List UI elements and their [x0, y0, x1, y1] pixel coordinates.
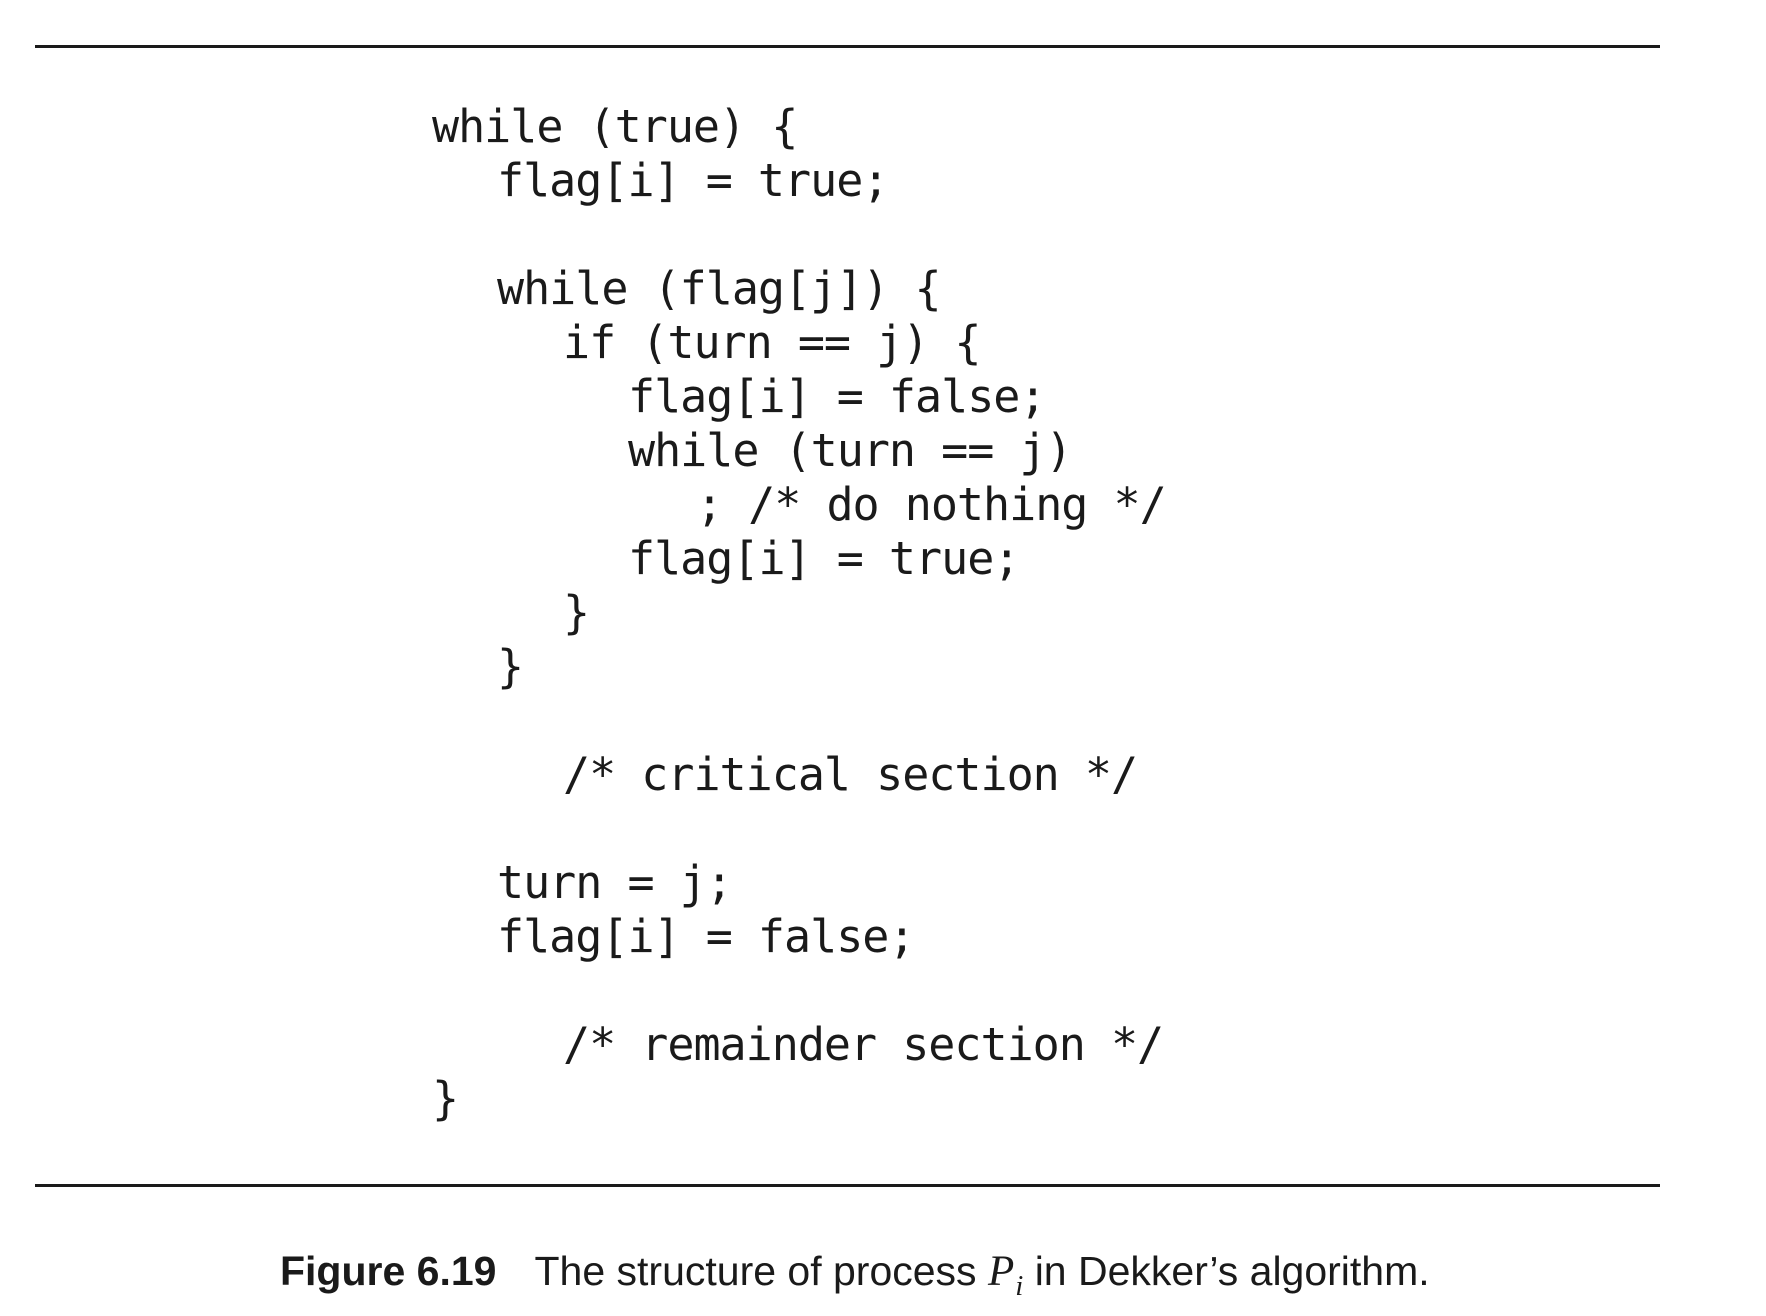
code-line: if (turn == j) {: [563, 316, 981, 369]
code-listing: while (true) { flag[i] = true; while (fl…: [432, 100, 1167, 1125]
code-line: flag[i] = false;: [497, 910, 915, 963]
figure-caption: Figure 6.19 The structure of process Pi i…: [280, 1246, 1430, 1302]
process-subscript: i: [1015, 1270, 1024, 1302]
code-line: flag[i] = false;: [628, 370, 1046, 423]
bottom-rule: [35, 1184, 1660, 1187]
code-comment: /* critical section */: [563, 748, 1138, 801]
figure-label: Figure 6.19: [280, 1248, 497, 1294]
code-line: }: [497, 640, 524, 693]
code-line: while (true) {: [432, 100, 798, 153]
caption-text: The structure of process: [534, 1248, 988, 1294]
code-line: flag[i] = true;: [497, 154, 889, 207]
caption-text-end: in Dekker’s algorithm.: [1023, 1248, 1430, 1294]
code-line: while (flag[j]) {: [497, 262, 942, 315]
code-line: turn = j;: [497, 856, 733, 909]
top-rule: [35, 45, 1660, 48]
code-comment: /* remainder section */: [563, 1018, 1164, 1071]
code-line: while (turn == j): [628, 424, 1073, 477]
code-line: ; /* do nothing */: [696, 478, 1167, 531]
code-line: }: [563, 586, 590, 639]
code-line: flag[i] = true;: [628, 532, 1020, 585]
code-line: }: [432, 1072, 459, 1125]
process-variable: P: [987, 1248, 1015, 1295]
